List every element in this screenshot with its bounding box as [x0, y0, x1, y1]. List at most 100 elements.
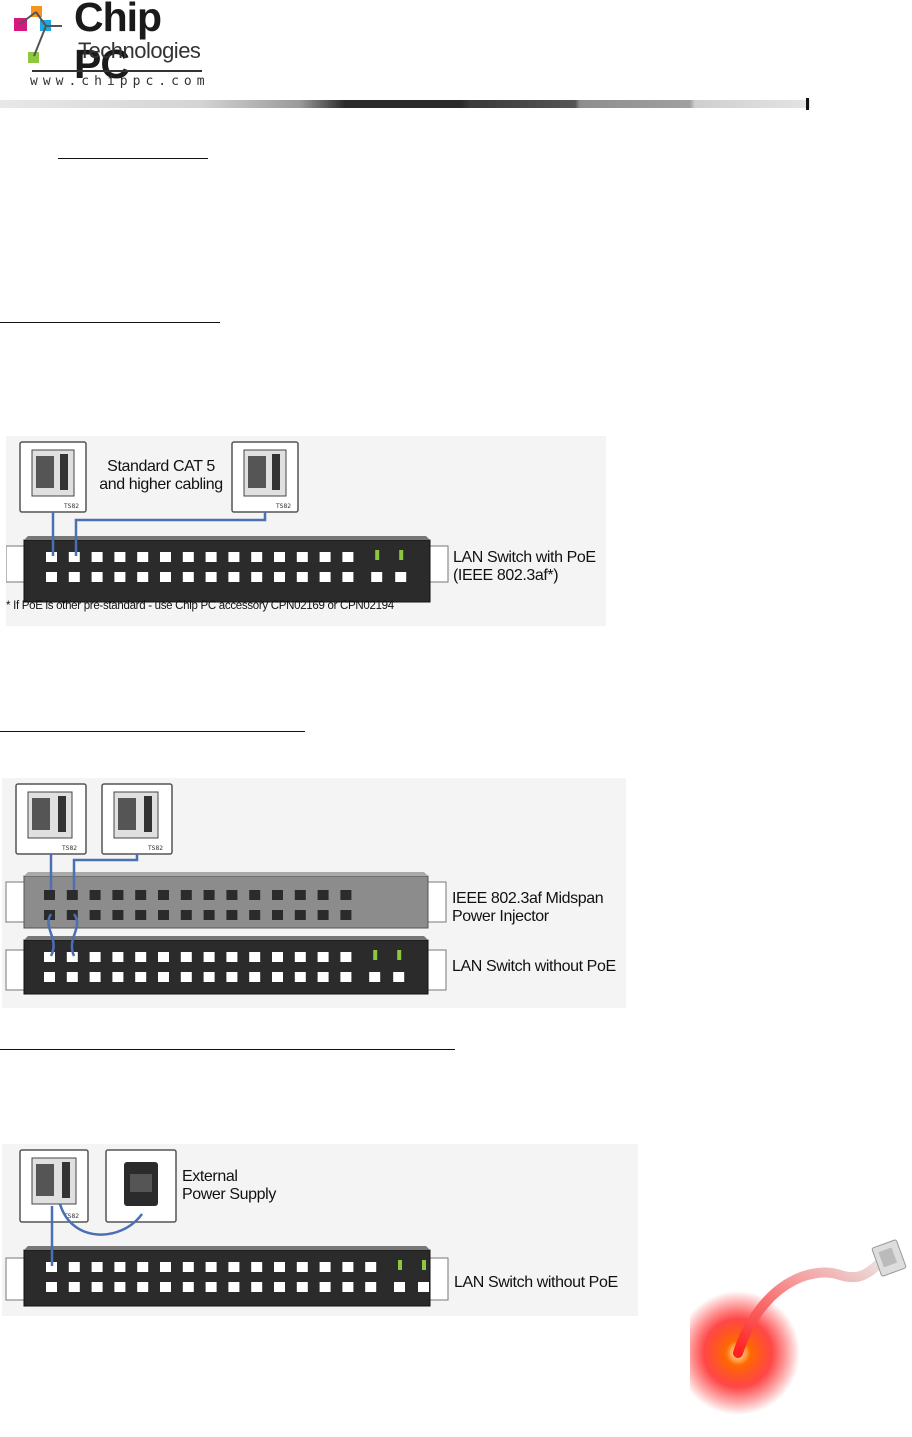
switch-port: [203, 890, 215, 900]
switch-port: [342, 1282, 354, 1292]
switch-port: [342, 572, 354, 582]
glowing-cable-icon: [690, 1239, 907, 1415]
thin-client-device-icon: TS82: [19, 1149, 89, 1223]
switch-port: [66, 890, 78, 900]
switch-port: [89, 952, 101, 962]
switch-port: [89, 910, 101, 920]
switch-port: [228, 572, 240, 582]
switch-port: [340, 890, 352, 900]
switch-port: [228, 552, 240, 562]
switch-port: [272, 910, 283, 920]
switch-port: [114, 572, 126, 582]
switch-port: [203, 972, 215, 982]
switch-port: [226, 890, 238, 900]
switch-port: [317, 910, 329, 920]
switch-port: [296, 1282, 308, 1292]
switch-port: [91, 1262, 103, 1272]
switch-port: [158, 952, 169, 962]
switch-port: [228, 1262, 240, 1272]
switch-port: [112, 910, 124, 920]
switch-port: [135, 972, 147, 982]
section1-underline: [0, 322, 220, 323]
switch-port: [44, 952, 55, 962]
switch-port: [294, 952, 306, 962]
thin-client-device-icon: TS82: [101, 783, 173, 855]
switch-port: [68, 552, 80, 562]
chip-pc-logo-mark-icon: [14, 6, 62, 63]
status-led: [397, 950, 402, 960]
injector-label-line1: IEEE 802.3af Midspan: [452, 890, 604, 907]
network-switch-icon: [6, 536, 449, 603]
cabling-label: Standard CAT 5 and higher cabling: [92, 458, 230, 494]
switch-port: [274, 552, 285, 562]
switch-port: [66, 952, 78, 962]
uplink-port: [393, 972, 405, 982]
status-led: [422, 1260, 426, 1270]
switch-port: [203, 952, 215, 962]
switch-port: [319, 1282, 331, 1292]
logo-rule: [32, 70, 202, 72]
switch-port: [274, 1262, 285, 1272]
cabling-label-line2: and higher cabling: [99, 476, 223, 493]
switch-port: [46, 1282, 57, 1292]
switch-port: [89, 972, 101, 982]
switch-port: [205, 552, 217, 562]
switch-port: [158, 890, 169, 900]
switch-port: [340, 910, 352, 920]
switch-port: [226, 952, 238, 962]
status-led: [399, 550, 404, 560]
psu-label-line2: Power Supply: [182, 1186, 276, 1203]
switch-port: [44, 890, 55, 900]
uplink-port: [394, 1282, 405, 1292]
diagram-midspan-injector-art: TS82 TS82: [5, 783, 447, 995]
switch-port: [251, 552, 263, 562]
switch-port: [319, 1262, 331, 1272]
switch-port: [160, 1262, 171, 1272]
switch-port: [46, 1262, 57, 1272]
switch-port: [340, 972, 352, 982]
switch-port: [112, 890, 124, 900]
diagram-poe-switch: TS82 TS82 Standard CAT 5 and higher cabl…: [6, 436, 606, 626]
switch-port: [272, 952, 283, 962]
injector-label-line2: Power Injector: [452, 908, 549, 925]
switch-port: [317, 890, 329, 900]
switch-port: [205, 1262, 217, 1272]
logo-subtitle: Technologies: [78, 38, 201, 63]
switch-port: [365, 1262, 377, 1272]
thin-client-device-icon: TS82: [15, 783, 87, 855]
poe-switch-label-line2: (IEEE 802.3af*): [453, 567, 559, 584]
switch-port: [182, 552, 194, 562]
diagram-midspan-injector: TS82 TS82 IEEE 8: [2, 778, 626, 1008]
switch-port: [112, 972, 124, 982]
no-poe-switch-label: LAN Switch without PoE: [452, 958, 616, 975]
section2-underline: [0, 731, 305, 732]
switch-port: [68, 1282, 80, 1292]
logo-wordmark: Chip PC: [74, 0, 162, 87]
switch-port: [365, 1282, 377, 1292]
switch-port: [296, 552, 308, 562]
psu-label-line1: External: [182, 1168, 238, 1185]
switch-port: [182, 572, 194, 582]
status-led: [375, 550, 380, 560]
switch-port: [160, 572, 171, 582]
switch-port: [228, 1282, 240, 1292]
uplink-port: [418, 1282, 429, 1292]
switch-port: [251, 1262, 263, 1272]
switch-port: [294, 910, 306, 920]
switch-port: [182, 1262, 194, 1272]
svg-text:TS82: TS82: [61, 845, 77, 852]
switch-port: [158, 910, 169, 920]
switch-port: [342, 1262, 354, 1272]
switch-port: [294, 972, 306, 982]
switch-port: [68, 1262, 80, 1272]
switch-port: [180, 890, 192, 900]
svg-text:TS82: TS82: [275, 503, 291, 510]
switch-port: [296, 1262, 308, 1272]
switch-port: [137, 1282, 149, 1292]
switch-port: [274, 572, 285, 582]
switch-port: [203, 910, 215, 920]
switch-port: [91, 1282, 103, 1292]
switch-port: [319, 552, 331, 562]
switch-port: [226, 910, 238, 920]
switch-port: [66, 972, 78, 982]
